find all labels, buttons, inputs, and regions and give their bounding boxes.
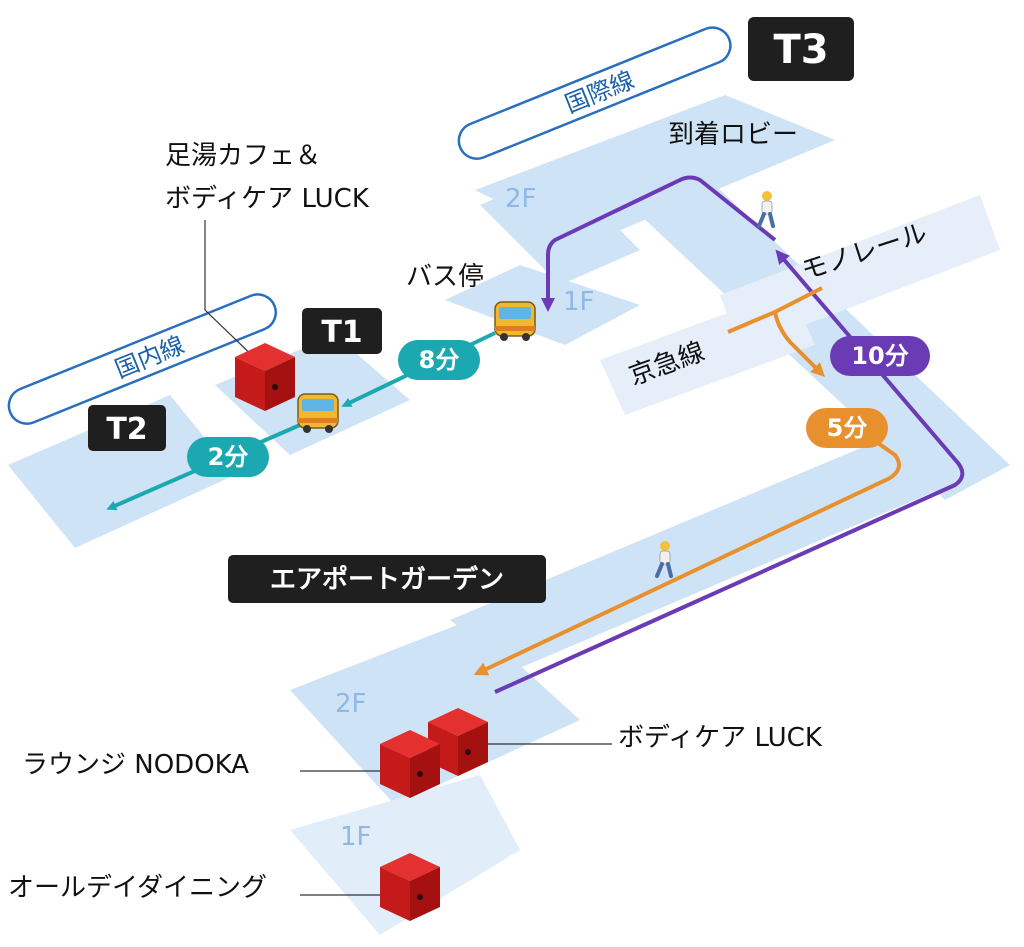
garden-2f-label: 2F bbox=[335, 689, 367, 719]
walk-time-monorail: 10分 bbox=[830, 336, 930, 376]
t3-2f-area-left bbox=[480, 170, 640, 285]
svg-text:10分: 10分 bbox=[851, 342, 908, 370]
svg-text:8分: 8分 bbox=[419, 346, 460, 374]
dining-shop-icon[interactable] bbox=[380, 853, 440, 921]
svg-text:エアポートガーデン: エアポートガーデン bbox=[270, 564, 504, 595]
bus-time-t1-t2: 2分 bbox=[187, 437, 269, 477]
airport-garden-badge[interactable]: エアポートガーデン bbox=[228, 555, 546, 603]
t3-1f-label: 1F bbox=[563, 287, 595, 317]
walk-route-keikyu bbox=[473, 286, 901, 676]
walk-route-garden-to-t3 bbox=[494, 249, 965, 694]
lounge-label: ラウンジ NODOKA bbox=[22, 750, 249, 780]
walk-time-keikyu: 5分 bbox=[806, 408, 888, 448]
walk-route-arrival-to-bus bbox=[541, 175, 777, 312]
bus-stop-label: バス停 bbox=[406, 262, 484, 292]
t3-badge[interactable]: T3 bbox=[748, 17, 854, 81]
garden-2f-area bbox=[290, 620, 580, 805]
foot-spa-label-line1: 足湯カフェ＆ bbox=[165, 141, 321, 171]
foot-spa-label-line2: ボディケア LUCK bbox=[165, 184, 370, 214]
international-line-sign: 国際線 bbox=[457, 26, 732, 160]
body-care-label: ボディケア LUCK bbox=[618, 723, 823, 753]
walk-route-monorail bbox=[494, 175, 965, 694]
svg-text:T1: T1 bbox=[321, 315, 362, 350]
svg-text:2分: 2分 bbox=[208, 443, 249, 471]
walking-person-icon-t3 bbox=[757, 189, 775, 228]
t1-badge[interactable]: T1 bbox=[302, 308, 382, 354]
svg-text:5分: 5分 bbox=[827, 414, 868, 442]
bus-time-t3-t1: 8分 bbox=[398, 340, 480, 380]
walkway-area bbox=[450, 440, 950, 670]
arrival-lobby-label: 到着ロビー bbox=[668, 120, 798, 150]
foot-spa-shop-icon[interactable] bbox=[235, 343, 295, 411]
svg-text:T2: T2 bbox=[106, 412, 147, 447]
all-day-dining-label: オールデイダイニング bbox=[8, 873, 267, 903]
bus-icon-t1 bbox=[297, 393, 339, 434]
walk-route-keikyu-to-garden bbox=[773, 311, 825, 377]
t3-2f-area bbox=[640, 185, 1010, 500]
svg-text:T3: T3 bbox=[773, 27, 828, 73]
garden-1f-label: 1F bbox=[340, 822, 372, 852]
walk-route-keikyu-main bbox=[473, 418, 901, 676]
domestic-line-sign: 国内線 bbox=[7, 293, 278, 425]
t3-2f-label: 2F bbox=[505, 184, 537, 214]
lounge-shop-icon[interactable] bbox=[380, 730, 440, 798]
t2-area bbox=[8, 395, 235, 548]
foot-spa-leader bbox=[204, 220, 263, 366]
bus-icon-t3 bbox=[494, 301, 536, 342]
t2-badge[interactable]: T2 bbox=[88, 405, 166, 451]
floor-areas bbox=[8, 95, 1010, 935]
keikyu-band bbox=[600, 290, 815, 415]
